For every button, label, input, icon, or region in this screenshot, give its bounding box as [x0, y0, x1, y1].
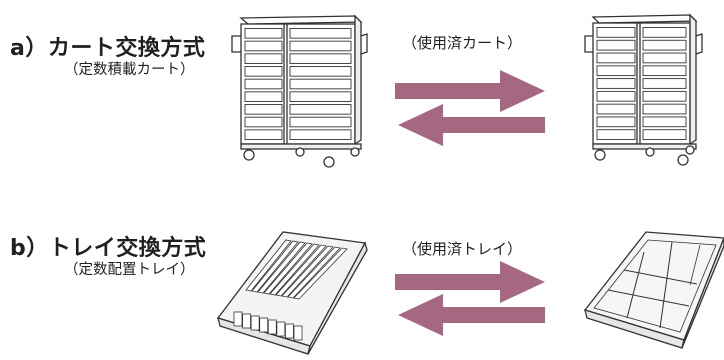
tray-item: [251, 240, 299, 293]
cart-drawer: [596, 103, 636, 115]
cart-drawer: [596, 27, 636, 38]
cart-drawer: [642, 103, 687, 115]
tray-item: [276, 321, 286, 337]
cart-drawer: [244, 104, 283, 115]
cart-drawer: [596, 39, 636, 51]
cart-drawer: [642, 116, 687, 128]
cart-drawer: [596, 129, 636, 140]
cart-drawer: [596, 65, 636, 77]
cart-drawer: [289, 91, 352, 102]
cart-drawer: [289, 40, 352, 52]
arrow-left: [398, 294, 545, 336]
tray-item: [275, 244, 327, 297]
section-b-title: b）トレイ交換方式: [10, 236, 207, 261]
tray-item: [250, 315, 260, 331]
tray-item: [287, 246, 341, 299]
cart-drawer: [244, 66, 283, 77]
exchange-arrows-icon: [395, 70, 545, 146]
cart-drawer: [596, 52, 636, 64]
cart-drawer: [244, 53, 283, 64]
cart-drawer: [244, 40, 283, 52]
cart-drawer: [642, 90, 687, 102]
cart-drawer: [289, 116, 352, 128]
tray-item: [269, 243, 320, 296]
cart-drawer: [289, 53, 352, 64]
cart-drawer: [289, 66, 352, 77]
tray-item: [259, 317, 269, 333]
cart-drawer: [289, 129, 352, 140]
tray-item: [281, 245, 334, 298]
arrow-right: [395, 70, 545, 112]
tray-item: [242, 313, 251, 329]
arrow-left: [398, 104, 545, 146]
tray-item: [267, 319, 277, 335]
cart-drawer: [244, 78, 283, 90]
tray-item: [233, 311, 243, 327]
section-b-used-label: （使用済トレイ）: [402, 240, 523, 258]
tray-item: [293, 247, 348, 300]
cart-drawer: [289, 28, 352, 39]
section-a-subtitle: （定数積載カート）: [64, 62, 195, 78]
tray-item: [263, 242, 313, 295]
tray-item: [257, 241, 306, 294]
tray-item: [293, 325, 303, 341]
cart-drawer: [596, 116, 636, 128]
cart-drawer: [642, 129, 687, 140]
cart-drawer: [244, 91, 283, 102]
section-a-used-label: （使用済カート）: [402, 34, 523, 52]
cart-drawer: [244, 28, 283, 39]
cart-drawer: [596, 78, 636, 89]
cart-drawer: [596, 90, 636, 102]
cart-drawer: [289, 104, 352, 115]
cart-drawer: [642, 27, 687, 38]
empty-tray-icon: [583, 231, 724, 349]
cart-drawer: [642, 78, 687, 89]
cart-drawer: [642, 65, 687, 77]
cart-drawer: [244, 116, 283, 128]
tray-item: [285, 323, 294, 339]
cart-drawer: [642, 52, 687, 64]
cart-drawer: [289, 78, 352, 90]
arrow-right: [395, 261, 545, 303]
section-b-subtitle: （定数配置トレイ）: [64, 262, 195, 278]
tray-item: [245, 239, 292, 292]
section-a-title: a）カート交換方式: [10, 36, 206, 61]
exchange-arrows-icon: [395, 261, 545, 336]
cart-drawer: [244, 129, 283, 140]
cart-drawer: [642, 39, 687, 51]
